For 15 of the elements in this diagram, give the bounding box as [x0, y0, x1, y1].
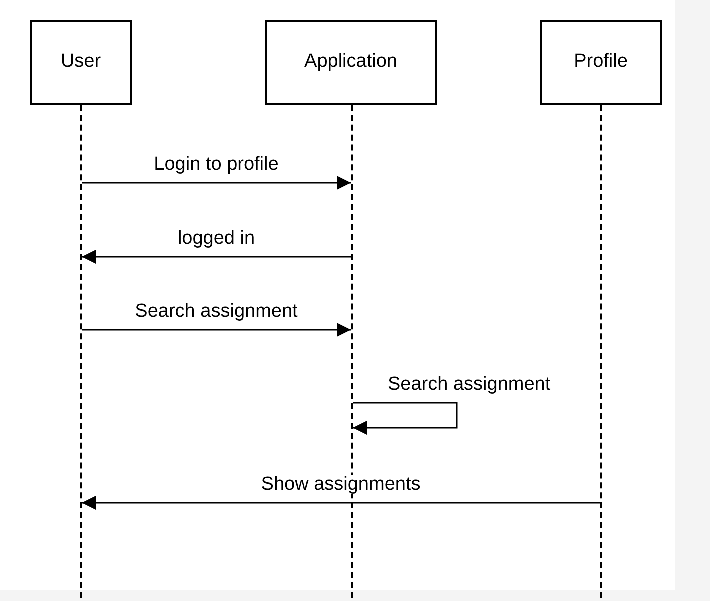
edge-label: Show assignments — [261, 475, 421, 494]
edge-label: logged in — [178, 229, 256, 248]
message-arrow — [82, 176, 351, 190]
edge-label: Login to profile — [154, 155, 279, 174]
edge-label: Search assignment — [388, 375, 551, 394]
participant-box: Application — [265, 20, 437, 105]
lifeline — [600, 105, 602, 598]
participant-box: User — [30, 20, 132, 105]
participant-box: Profile — [540, 20, 662, 105]
message-arrow — [82, 323, 351, 337]
edge-label: Search assignment — [135, 302, 298, 321]
message-arrow — [82, 496, 600, 510]
lifeline — [80, 105, 82, 598]
message-arrow — [353, 402, 458, 435]
message-arrow — [82, 250, 351, 264]
